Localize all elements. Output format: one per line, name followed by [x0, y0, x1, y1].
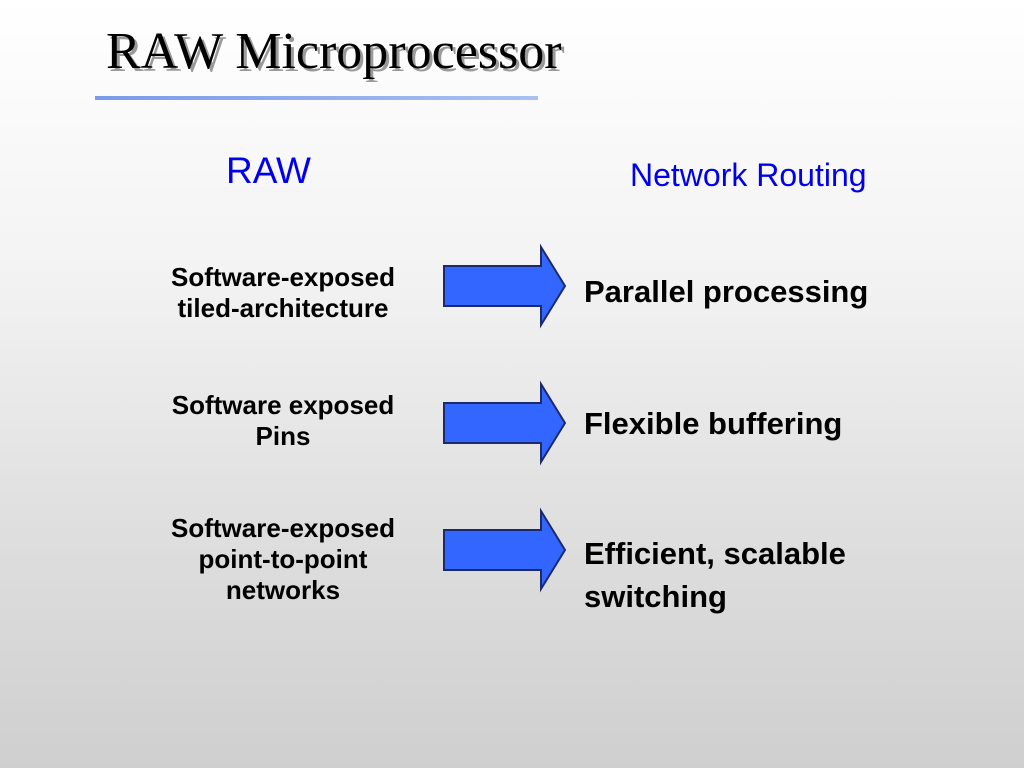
raw-feature-tiled-architecture: Software-exposed tiled-architecture — [171, 262, 395, 324]
routing-feature-efficient-scalable-switching: Efficient, scalable switching — [584, 536, 846, 615]
slide-title: RAW Microprocessor — [106, 23, 562, 80]
mapping-arrow-icon — [443, 243, 567, 329]
title-underline — [95, 96, 538, 100]
routing-feature-flexible-buffering: Flexible buffering — [584, 406, 843, 441]
routing-feature-parallel-processing: Parallel processing — [584, 274, 869, 309]
column-heading-network-routing: Network Routing — [630, 157, 867, 193]
mapping-arrow-icon — [443, 380, 567, 466]
raw-feature-point-to-point-networks: Software-exposed point-to-point networks — [171, 513, 395, 606]
mapping-arrow-icon — [443, 507, 567, 593]
raw-feature-pins: Software exposed Pins — [171, 390, 395, 452]
column-heading-raw: RAW — [226, 150, 311, 191]
